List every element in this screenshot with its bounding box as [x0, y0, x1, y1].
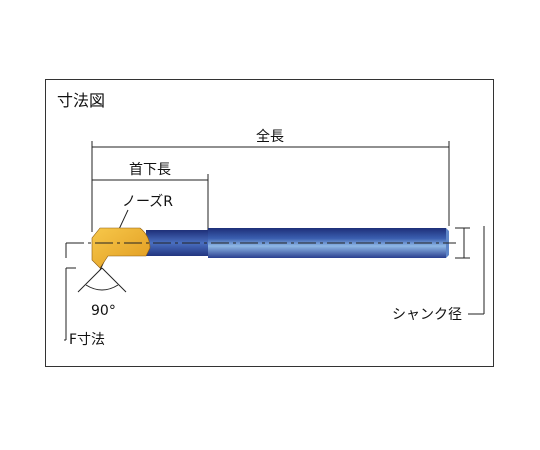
- nose-radius-label: ノーズR: [122, 194, 173, 210]
- shank-diameter-dimension: シャンク径: [392, 226, 485, 323]
- length-under-head-label: 首下長: [129, 162, 171, 178]
- overall-length-dimension: 全長: [91, 128, 450, 232]
- tool-body: [91, 227, 449, 269]
- diagram-title: 寸法図: [57, 91, 105, 110]
- angle-label: 90°: [91, 303, 116, 319]
- length-under-head-dimension: 首下長: [92, 162, 209, 230]
- f-dimension-label: F寸法: [69, 332, 105, 348]
- shank-diameter-label: シャンク径: [392, 307, 462, 323]
- diagram-frame: [45, 79, 494, 367]
- overall-length-label: 全長: [256, 128, 284, 145]
- f-dimension: F寸法: [64, 243, 105, 348]
- angle-callout: 90°: [77, 267, 127, 319]
- tool-insert: [91, 227, 151, 269]
